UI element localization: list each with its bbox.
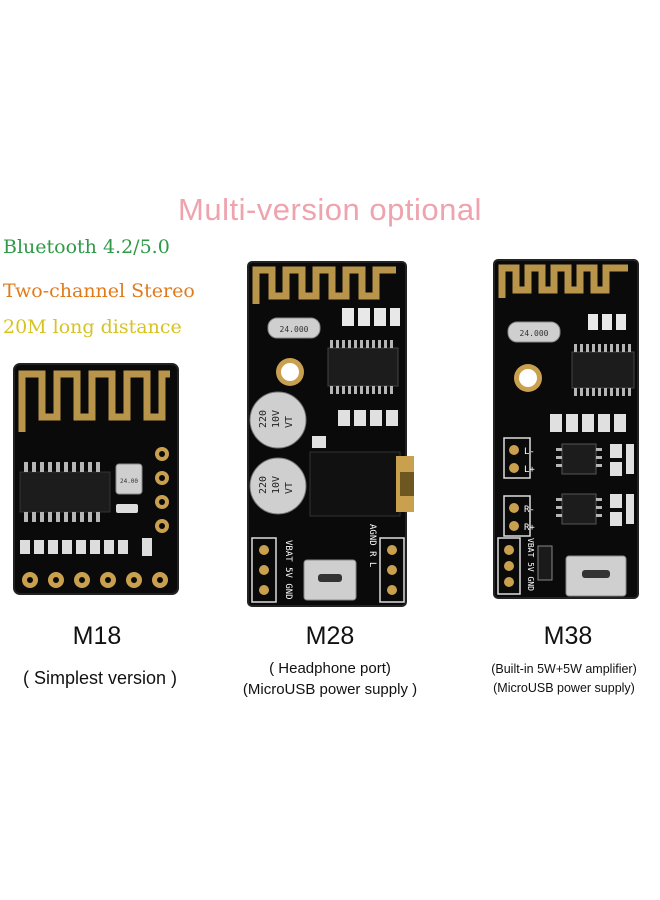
m18-description: ( Simplest version ) (22, 668, 178, 688)
m28-cap1-voltage: 10V (271, 410, 282, 428)
m28-model-label: M28 (305, 622, 355, 650)
feature-stereo: Two-channel Stereo (3, 280, 195, 302)
m38-crystal-label: 24.000 (520, 329, 549, 338)
m18-crystal-label: 24.00 (120, 478, 138, 485)
m28-pins-right-label: AGND R L (367, 524, 377, 567)
m28-description-1: ( Headphone port) (269, 660, 391, 677)
m38-out-l-minus: L- (524, 447, 535, 457)
m38-out-l-plus: L+ (524, 465, 535, 475)
m28-cap2-value: 220 (258, 476, 269, 494)
m38-out-r-plus: R+ (524, 523, 535, 533)
m38-model-label: M38 (543, 622, 593, 650)
m28-cap2-voltage: 10V (271, 476, 282, 494)
m38-description-1: (Built-in 5W+5W amplifier) (491, 662, 637, 676)
m28-cap2-type: VT (284, 482, 295, 494)
page-title: Multi-version optional (178, 192, 482, 227)
m38-board-image: 24.000 L- L+ R- R+ VBAT 5V GND (493, 259, 639, 599)
m28-crystal-label: 24.000 (280, 325, 309, 334)
m18-model-label: M18 (72, 622, 122, 650)
m28-cap1-value: 220 (258, 410, 269, 428)
m28-pins-left-label: VBAT 5V GND (283, 540, 293, 600)
m28-description-2: (MicroUSB power supply ) (242, 681, 418, 698)
m28-board-image: 24.000 220 10V VT 220 10V VT VBAT 5V GND… (247, 261, 414, 607)
feature-distance: 20M long distance (3, 316, 182, 338)
m18-board-image: 24.00 (13, 363, 179, 595)
m38-out-r-minus: R- (524, 505, 535, 515)
m38-description-2: (MicroUSB power supply) (493, 681, 635, 695)
m28-cap1-type: VT (284, 416, 295, 428)
feature-bluetooth: Bluetooth 4.2/5.0 (3, 236, 170, 258)
m38-pins-left-label: VBAT 5V GND (526, 538, 535, 591)
